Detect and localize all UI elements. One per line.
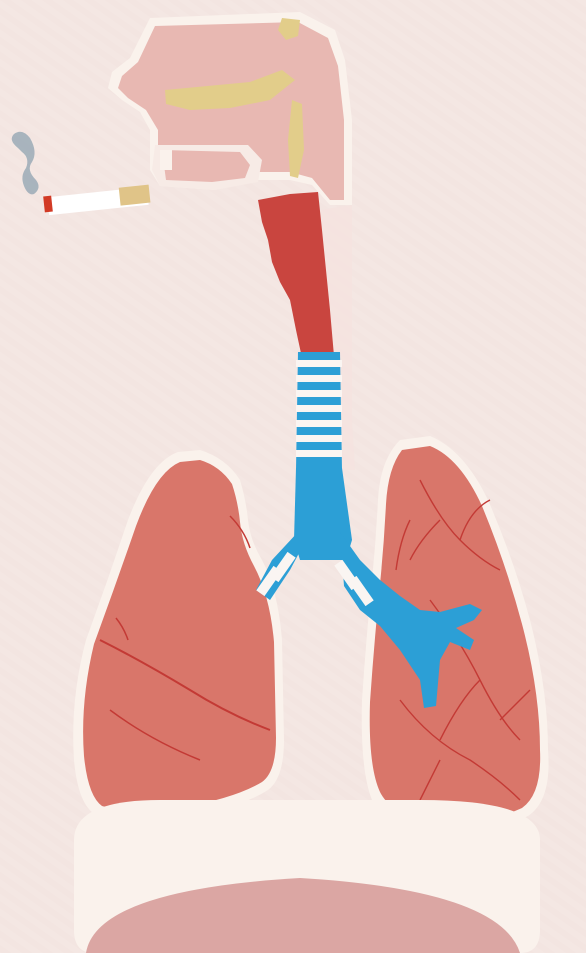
diaphragm: [74, 800, 540, 953]
trachea: [296, 352, 342, 470]
